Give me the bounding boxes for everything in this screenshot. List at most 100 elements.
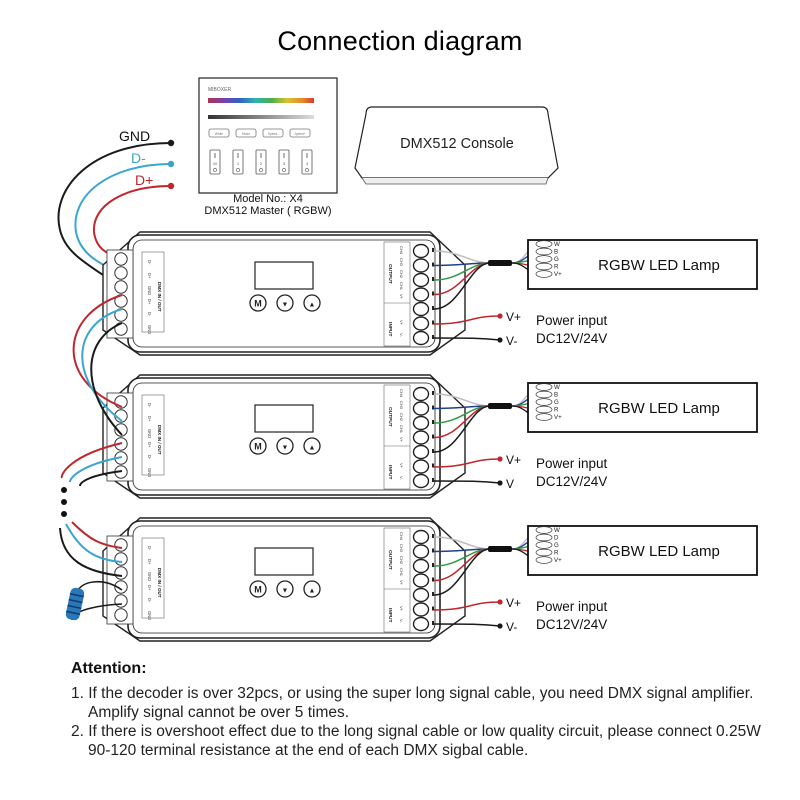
lamp-pin-label: V+ [554,557,562,564]
input-terminal-label: V+ [399,606,404,612]
lamp-pin [535,398,553,406]
output-terminal-label: V+ [399,437,404,443]
input-header: INPUT [387,608,393,622]
lamp-pin [535,240,553,248]
up-arrow-button[interactable]: ▲ [303,294,321,312]
output-header: OUTPUT [387,264,393,284]
down-arrow-icon: ▼ [282,302,289,309]
lamp-pin-label: G [554,256,559,263]
lamp-pin [535,541,553,549]
output-terminal [412,415,430,431]
page-title: Connection diagram [277,26,523,56]
dmx-terminal-label: D- [147,260,152,265]
output-terminal-label: CH4 [399,389,404,398]
power-vminus-label: V [506,477,514,491]
output-terminal [412,558,430,574]
output-terminal-label: CH1 [399,425,404,434]
terminal-resistor [65,580,123,621]
lamp-pin [535,533,553,542]
lamp-label: RGBW LED Lamp [598,400,720,417]
dmx-terminal [114,608,128,622]
down-arrow-button[interactable]: ▼ [276,437,294,455]
master-button-label: Speed- [268,132,278,136]
output-terminal-label: CH3 [399,258,404,267]
input-terminal-label: V- [399,476,404,480]
input-terminal-label: V- [399,619,404,623]
zone-label: 1 [237,161,240,166]
output-terminal-label: CH2 [399,413,404,422]
master-button-1: White [208,128,230,138]
lamp-pin [535,383,553,391]
output-terminal [412,287,430,302]
input-terminal-label: V+ [399,463,404,469]
cable-sheath [488,403,512,409]
dmx-terminal [114,566,128,580]
lamp-pin [535,413,553,421]
lamp-pin-label: V+ [554,414,562,421]
attention-note-1: 1. If the decoder is over 32pcs, or usin… [71,685,754,721]
power-input-spec: DC12V/24V [536,474,607,489]
output-terminal [412,587,430,603]
master-button-3: Speed- [262,128,284,138]
dmx-terminal-label: D- [147,598,152,603]
dmx-terminal-label: D- [147,455,152,460]
up-arrow-icon: ▲ [309,302,316,309]
output-terminal [412,602,430,617]
zone-label: M [213,161,216,166]
attention-note-2: 2. If there is overshoot effect due to t… [71,723,761,759]
dmx-terminal [114,580,128,594]
master-button-label: Mode [242,132,250,136]
menu-button[interactable]: M [249,580,267,598]
lamp-pin-label: V+ [554,271,562,278]
dmx-terminal-label: GND [147,468,152,477]
dmx-terminal-label: GND [147,572,152,581]
dmx-terminal-label: D- [147,403,152,408]
lamp-pin-label: W [554,527,560,534]
output-terminal [412,573,430,588]
output-terminal-label: CH2 [399,556,404,565]
up-arrow-button[interactable]: ▲ [303,580,321,598]
dmx-terminal-label: D+ [147,273,152,279]
lamp-pin [535,255,553,263]
menu-button[interactable]: M [249,294,267,312]
dmx-terminal-label: D+ [147,442,152,448]
output-terminal [412,330,430,346]
brightness-slider [208,115,314,119]
menu-button[interactable]: M [249,437,267,455]
lamp-pin-label: D [554,535,559,542]
output-terminal [412,316,430,331]
lamp-pin [535,405,553,414]
down-arrow-button[interactable]: ▼ [276,580,294,598]
output-header: OUTPUT [387,407,393,427]
power-vminus-label: V- [506,620,517,634]
lamp-pin-label: W [554,384,560,391]
lcd-display [254,261,314,290]
output-terminal [412,258,430,273]
power-vplus-label: V+ [506,596,521,610]
dmx-terminal-label: GND [147,429,152,438]
master-zone-M: M [209,149,221,175]
output-terminal [412,401,430,416]
power-vplus-label: V+ [506,310,521,324]
dmx-terminal [114,552,128,566]
color-slider [208,98,314,103]
master-zone-2: 2 [255,149,267,175]
output-terminal [412,430,430,445]
dmx-terminal-label: D+ [147,585,152,591]
dmx-terminal-label: GND [147,286,152,295]
master-button-label: Speed+ [294,132,305,136]
output-terminal-label: CH1 [399,282,404,291]
dmx-terminal [114,423,128,437]
dmx-terminal-header: DMX IN / OUT [157,568,162,598]
dmx-terminal-header: DMX IN / OUT [157,425,162,455]
input-header: INPUT [387,465,393,479]
down-arrow-button[interactable]: ▼ [276,294,294,312]
power-input-title: Power input [536,599,608,614]
dmx-terminal [114,252,128,266]
up-arrow-button[interactable]: ▲ [303,437,321,455]
